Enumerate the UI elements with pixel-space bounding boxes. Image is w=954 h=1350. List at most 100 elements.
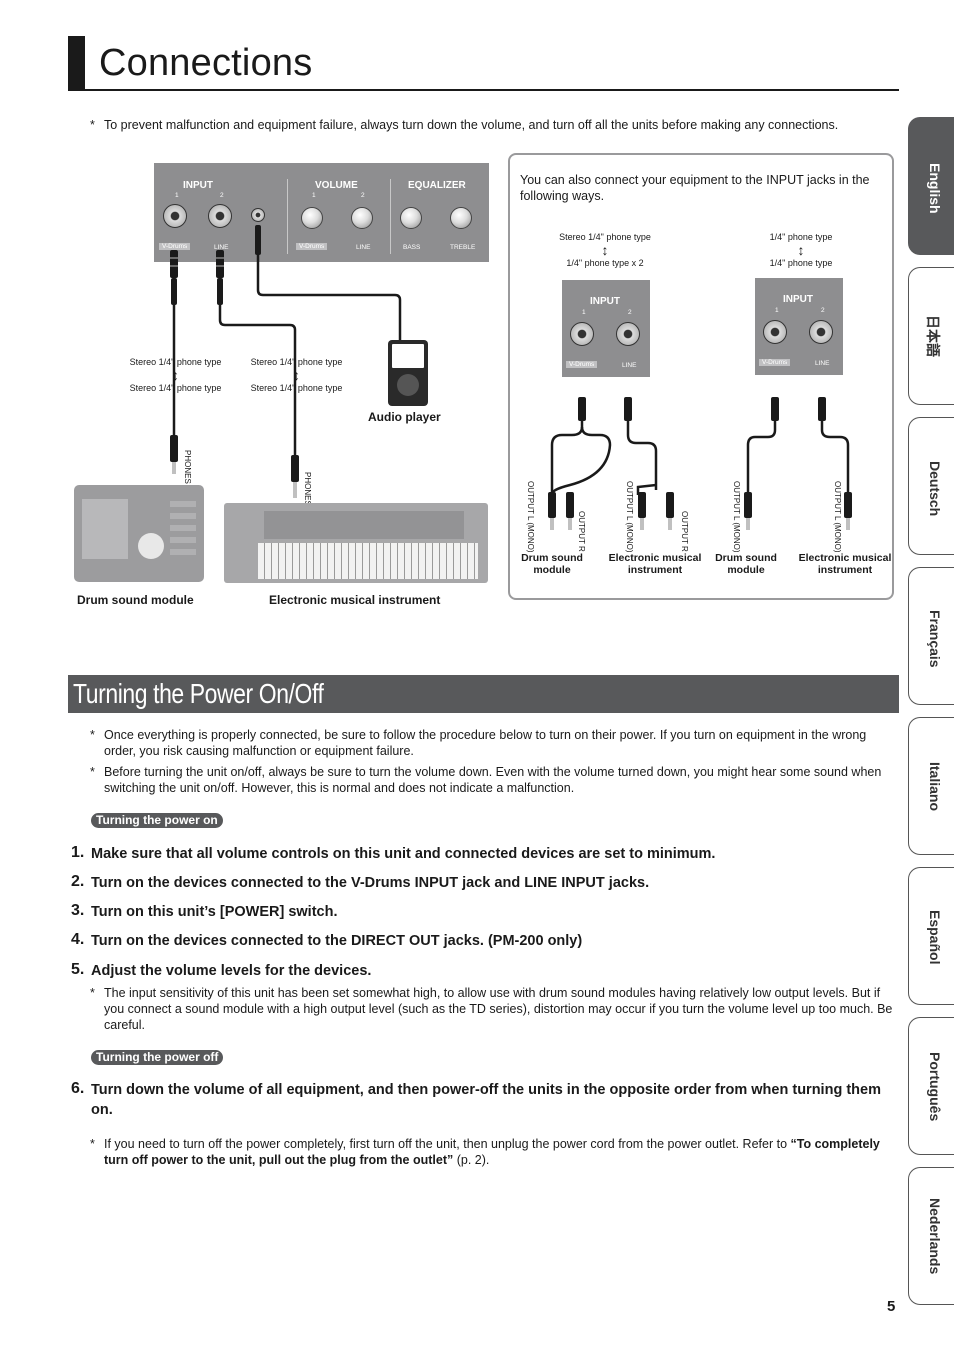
page-title: Connections — [99, 42, 313, 84]
step-6-num: 6. — [71, 1080, 85, 1097]
cable-right-top: Stereo 1/4" phone type — [250, 357, 343, 367]
power-note-2: *Before turning the unit on/off, always … — [90, 765, 882, 795]
callout-right-num2: 2 — [821, 307, 825, 314]
callout-out-right-drum-l: OUTPUT L (MONO) — [732, 481, 741, 553]
volume-num-1: 1 — [312, 192, 316, 199]
panel-divider — [287, 179, 288, 254]
panel-equalizer-label: EQUALIZER — [408, 180, 466, 191]
keyboard-keys — [258, 543, 478, 579]
cable-caption-left: Stereo 1/4" phone type ↕ Stereo 1/4" pho… — [118, 356, 233, 394]
power-on-label: Turning the power on — [91, 813, 223, 828]
tab-italiano[interactable]: Italiano — [908, 717, 954, 855]
callout-right-cable-top: 1/4" phone type — [769, 232, 833, 242]
cable-left-bottom: Stereo 1/4" phone type — [129, 383, 222, 393]
cable-right-bottom: Stereo 1/4" phone type — [250, 383, 343, 393]
title-accent-bar — [68, 36, 85, 90]
drum-module-label: Drum sound module — [77, 593, 194, 607]
keyboard-control-panel — [264, 511, 464, 539]
drum-module-dial — [138, 533, 164, 559]
audio-player-wheel — [397, 374, 419, 396]
tab-english[interactable]: English — [908, 117, 954, 255]
panel-line-label: LINE — [214, 244, 229, 251]
callout-left-input-label: INPUT — [590, 296, 620, 307]
connection-diagram: INPUT 1 2 V-Drums LINE VOLUME 1 2 V-Drum… — [60, 150, 510, 620]
section-title: Turning the Power On/Off — [73, 678, 324, 709]
tab-francais-label: Français — [927, 610, 943, 668]
bass-knob — [400, 207, 422, 229]
volume-vdrums-badge: V-Drums — [296, 243, 328, 250]
callout-right-input-label: INPUT — [783, 294, 813, 305]
volume-knob-1 — [301, 207, 323, 229]
callout-left-drum-label: Drum sound module — [521, 552, 583, 576]
callout-left-num1: 1 — [582, 309, 586, 316]
step-4-text: Turn on the devices connected to the DIR… — [91, 933, 583, 949]
connections-note-text: To prevent malfunction and equipment fai… — [104, 118, 839, 132]
tab-deutsch-label: Deutsch — [927, 461, 943, 517]
power-note-1: *Once everything is properly connected, … — [90, 728, 867, 758]
callout-left-jack-1 — [570, 322, 594, 346]
callout-cables-svg — [548, 397, 852, 530]
audio-player-label: Audio player — [368, 410, 441, 424]
tab-japanese[interactable]: 日本語 — [908, 267, 954, 405]
callout-text: You can also connect your equipment to t… — [520, 173, 870, 203]
callout-left-vdrums: V-Drums — [566, 361, 598, 368]
title-rule — [68, 89, 899, 91]
tab-francais[interactable]: Français — [908, 567, 954, 705]
callout-out-left-drum-l: OUTPUT L (MONO) — [526, 481, 535, 553]
cable-caption-right: Stereo 1/4" phone type ↕ Stereo 1/4" pho… — [239, 356, 354, 394]
panel-input-label: INPUT — [183, 180, 213, 191]
panel-divider-2 — [390, 179, 391, 254]
callout-left-input-panel: INPUT 1 2 V-Drums LINE — [562, 280, 650, 377]
callout-right-arrow-icon: ↕ — [797, 242, 805, 258]
tab-espanol[interactable]: Español — [908, 867, 954, 1005]
line-input-mini-jack — [251, 208, 265, 222]
callout-right-jack-1 — [763, 320, 787, 344]
alternative-connections-box: You can also connect your equipment to t… — [508, 153, 894, 600]
volume-line-label: LINE — [356, 244, 371, 251]
drum-module-buttons — [170, 501, 196, 561]
step-6-text: Turn down the volume of all equipment, a… — [91, 1082, 881, 1118]
step-1-text: Make sure that all volume controls on th… — [91, 846, 716, 862]
volume-num-2: 2 — [361, 192, 365, 199]
phones-right-label: PHONES — [303, 472, 312, 506]
step-5-text: Adjust the volume levels for the devices… — [91, 963, 372, 979]
treble-knob — [450, 207, 472, 229]
keyboard-label: Electronic musical instrument — [269, 593, 441, 607]
step-4-num: 4. — [71, 931, 85, 948]
volume-knob-2 — [351, 207, 373, 229]
audio-player-screen — [392, 344, 424, 368]
callout-out-left-inst-r: OUTPUT R — [680, 511, 689, 552]
audio-player-device — [388, 340, 428, 406]
callout-left-cable-bottom: 1/4" phone type x 2 — [566, 258, 644, 268]
bass-label: BASS — [403, 244, 421, 251]
final-note: *If you need to turn off the power compl… — [90, 1137, 880, 1167]
tab-nederlands[interactable]: Nederlands — [908, 1167, 954, 1305]
page-number: 5 — [887, 1298, 896, 1315]
callout-left-cable-top: Stereo 1/4" phone type — [559, 232, 651, 242]
callout-right-drum-label: Drum sound module — [715, 552, 777, 576]
treble-label: TREBLE — [450, 244, 476, 251]
callout-right-vdrums: V-Drums — [759, 359, 791, 366]
callout-right-inst-label: Electronic musical instrument — [798, 552, 892, 576]
tab-espanol-label: Español — [927, 910, 943, 965]
callout-out-left-inst-l: OUTPUT L (MONO) — [625, 481, 634, 553]
tab-nederlands-label: Nederlands — [927, 1198, 943, 1275]
cable-left-top: Stereo 1/4" phone type — [129, 357, 222, 367]
final-note-reference: “To completely turn off power to the uni… — [104, 1137, 880, 1167]
cables-svg — [170, 225, 402, 498]
callout-right-caption: 1/4" phone type ↕ 1/4" phone type — [746, 231, 856, 269]
callout-right-input-panel: INPUT 1 2 V-Drums LINE — [755, 278, 843, 375]
power-note-2-text: Before turning the unit on/off, always b… — [104, 765, 882, 795]
step-5-note-text: The input sensitivity of this unit has b… — [104, 986, 893, 1032]
callout-right-jack-2 — [809, 320, 833, 344]
final-note-suffix: (p. 2). — [453, 1153, 490, 1167]
callout-left-caption: Stereo 1/4" phone type ↕ 1/4" phone type… — [550, 231, 660, 269]
step-5-note: *The input sensitivity of this unit has … — [90, 986, 893, 1032]
callout-left-inst-label: Electronic musical instrument — [608, 552, 702, 576]
step-3-text: Turn on this unit’s [POWER] switch. — [91, 904, 338, 920]
tab-portugues[interactable]: Português — [908, 1017, 954, 1155]
power-note-1-text: Once everything is properly connected, b… — [104, 728, 867, 758]
tab-portugues-label: Português — [927, 1052, 943, 1122]
step-2-text: Turn on the devices connected to the V-D… — [91, 875, 650, 891]
tab-deutsch[interactable]: Deutsch — [908, 417, 954, 555]
